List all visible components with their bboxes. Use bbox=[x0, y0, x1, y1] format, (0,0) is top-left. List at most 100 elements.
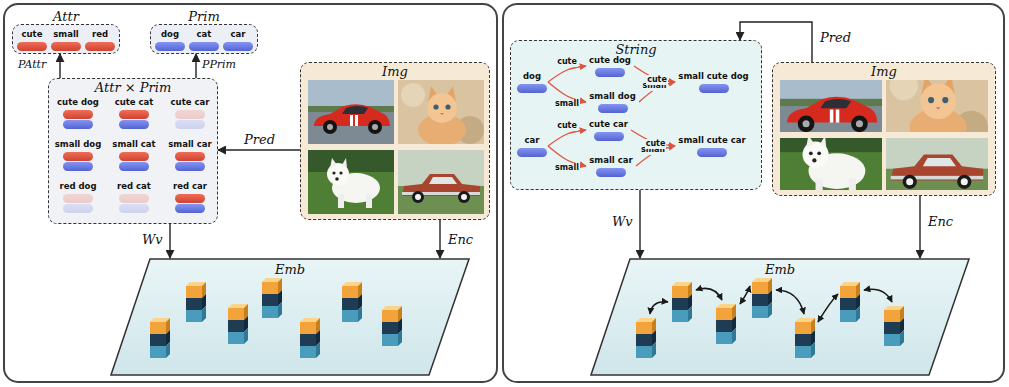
token-pill: cute bbox=[17, 29, 47, 51]
embedding-stack bbox=[884, 306, 904, 346]
edge-label: Enc bbox=[928, 214, 953, 229]
token-label: small car bbox=[589, 155, 632, 166]
embedding-plane: Emb bbox=[590, 258, 970, 376]
edge-label: cute bbox=[556, 121, 578, 131]
attribute-bar bbox=[175, 194, 205, 203]
token-pill: dog bbox=[155, 29, 185, 51]
edge-label: Enc bbox=[448, 232, 473, 247]
token-label: cute cat bbox=[115, 97, 154, 108]
photo-sports-car bbox=[308, 80, 394, 144]
token-label: red bbox=[92, 29, 108, 40]
photo-vintage-car bbox=[398, 150, 484, 214]
right-panel bbox=[503, 4, 1004, 382]
attribute-bar bbox=[119, 152, 149, 161]
group-title: Emb bbox=[765, 258, 795, 277]
connector bbox=[169, 224, 170, 258]
group-box: dogcute dogsmall dogsmall cute dogcarcut… bbox=[510, 40, 762, 190]
relation-arrow bbox=[776, 290, 804, 314]
group-box: Img bbox=[772, 62, 996, 196]
token-pill-bar bbox=[51, 42, 81, 51]
primitive-bar bbox=[119, 120, 149, 129]
connector bbox=[639, 82, 675, 102]
token-pill-bar bbox=[17, 42, 47, 51]
relation-arrow bbox=[650, 302, 668, 314]
left-panel bbox=[4, 4, 497, 382]
photo-grid bbox=[308, 68, 988, 214]
group-title: String bbox=[615, 41, 656, 57]
embedding-stack bbox=[840, 282, 860, 322]
token-pill: small bbox=[51, 29, 81, 51]
pair-cell: cute dog bbox=[52, 97, 104, 129]
token-label: cute car bbox=[589, 119, 628, 130]
primitive-bar bbox=[175, 120, 205, 129]
connector bbox=[195, 54, 196, 78]
group-title: Img bbox=[382, 63, 408, 79]
relation-arrow bbox=[740, 286, 750, 304]
token-label: dog bbox=[523, 71, 541, 82]
embedding-stack bbox=[752, 278, 772, 318]
string-node: cute car bbox=[587, 119, 630, 141]
group-title: Img bbox=[871, 63, 897, 79]
group-box: Img bbox=[300, 62, 490, 220]
embedding-stack bbox=[382, 306, 402, 346]
connector bbox=[919, 196, 920, 258]
group-title: Prim bbox=[188, 8, 219, 24]
pair-cell: red cat bbox=[108, 181, 160, 213]
string-node: small dog bbox=[587, 91, 638, 113]
pair-cell: small car bbox=[164, 139, 216, 171]
embedding-plane: Emb bbox=[110, 258, 470, 376]
token-label: red dog bbox=[59, 181, 96, 192]
embedding-stack bbox=[262, 278, 282, 318]
embedding-stack bbox=[186, 282, 206, 322]
attribute-bar bbox=[175, 110, 205, 119]
relation-arrow bbox=[864, 289, 892, 302]
token-label: dog bbox=[161, 29, 179, 40]
plane-shape bbox=[591, 259, 969, 375]
connector bbox=[548, 130, 586, 146]
edge-label: cute bbox=[556, 57, 578, 67]
token-pill: cat bbox=[189, 29, 219, 51]
group-box: dogcatcarPrim bbox=[150, 24, 258, 54]
attribute-bar bbox=[63, 110, 93, 119]
primitive-bar bbox=[175, 162, 205, 171]
group-box: cutesmallredAttr bbox=[12, 24, 120, 54]
token-pill-bar bbox=[699, 84, 729, 93]
string-node: small cute dog bbox=[676, 71, 751, 93]
connector bbox=[639, 190, 640, 258]
token-label: small cat bbox=[112, 139, 155, 150]
group-title: Attr bbox=[53, 8, 79, 24]
pair-cell: red dog bbox=[52, 181, 104, 213]
edge-label: PAttr bbox=[18, 58, 46, 71]
string-node: car bbox=[517, 135, 547, 157]
edge-label: Pred bbox=[244, 132, 275, 147]
embedding-stack bbox=[342, 282, 362, 322]
string-node: small cute car bbox=[676, 135, 748, 157]
token-pill-bar bbox=[155, 42, 185, 51]
token-label: red car bbox=[173, 181, 207, 192]
token-pill-bar bbox=[223, 42, 253, 51]
edge-label: small bbox=[554, 99, 580, 109]
embedding-relations bbox=[650, 286, 892, 322]
token-pill-bar bbox=[595, 68, 625, 77]
token-label: small car bbox=[168, 139, 211, 150]
string-node: cute dog bbox=[587, 55, 633, 77]
edge-label: Wv bbox=[612, 214, 633, 229]
pair-cell: small cat bbox=[108, 139, 160, 171]
token-label: cute car bbox=[171, 97, 210, 108]
embedding-stack bbox=[300, 318, 320, 358]
token-pill: red bbox=[85, 29, 115, 51]
token-pill-bar bbox=[596, 168, 626, 177]
token-pill-bar bbox=[189, 42, 219, 51]
embedding-stack bbox=[150, 318, 170, 358]
photo-kitten bbox=[886, 68, 988, 146]
attribute-bar bbox=[119, 110, 149, 119]
primitive-bar bbox=[119, 204, 149, 213]
token-label: small bbox=[53, 29, 78, 40]
embedding-stack bbox=[636, 318, 656, 358]
token-pill-bar bbox=[598, 104, 628, 113]
edge-label: cute bbox=[645, 139, 667, 149]
edge-label: small bbox=[554, 163, 580, 173]
embedding-stack bbox=[228, 304, 248, 344]
